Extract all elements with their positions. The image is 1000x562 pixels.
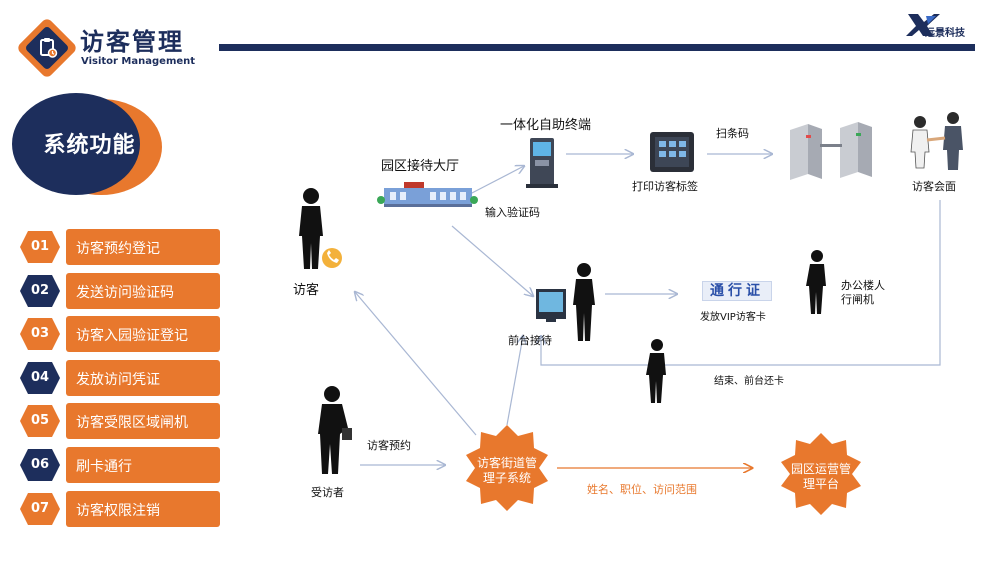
feature-item-label: 访客受限区域闸机 bbox=[76, 415, 188, 431]
arrow-return-card bbox=[541, 200, 941, 366]
feature-item-label: 访客入园验证登记 bbox=[76, 328, 188, 344]
label-reception-hall: 园区接待大厅 bbox=[381, 159, 460, 174]
feature-item-bar bbox=[66, 316, 220, 352]
host-person-icon bbox=[318, 386, 352, 474]
page-title: 访客管理 bbox=[80, 28, 184, 56]
arrow-hall-to-frontdesk bbox=[451, 225, 533, 296]
turnstile-gate-icon bbox=[790, 122, 872, 180]
feature-item: 03 访客入园验证登记 bbox=[20, 316, 220, 352]
hexagon-badge-icon bbox=[20, 275, 60, 307]
arrow-system-to-visitor bbox=[355, 292, 477, 436]
feature-item: 07 访客权限注销 bbox=[20, 491, 220, 527]
label-office-gate-2: 行闸机 bbox=[841, 293, 874, 306]
feature-item-label: 发送访问验证码 bbox=[76, 285, 174, 301]
hexagon-badge-icon bbox=[20, 449, 60, 481]
label-appointment: 访客预约 bbox=[367, 439, 411, 452]
feature-item-label: 访客预约登记 bbox=[76, 241, 160, 257]
label-platform: 园区运营管 理平台 bbox=[784, 462, 858, 492]
feature-item-bar bbox=[66, 229, 220, 265]
arrow-hall-to-kiosk bbox=[469, 166, 524, 195]
pass-card: 通行证 bbox=[702, 281, 772, 301]
front-desk-screen-icon bbox=[536, 289, 566, 322]
returning-person-icon bbox=[646, 339, 666, 403]
label-street-system: 访客街道管 理子系统 bbox=[470, 456, 544, 486]
label-front-desk: 前台接待 bbox=[508, 334, 552, 347]
receptionist-person-icon bbox=[573, 263, 595, 341]
label-office-gate-1: 办公楼人 bbox=[841, 279, 885, 292]
feature-item-bar bbox=[66, 403, 220, 439]
feature-item: 05 访客受限区域闸机 bbox=[20, 403, 220, 439]
label-issue-vip: 发放VIP访客卡 bbox=[700, 312, 766, 323]
feature-item: 06 刷卡通行 bbox=[20, 447, 220, 483]
brand-logo-icon bbox=[906, 14, 940, 36]
label-host: 受访者 bbox=[311, 486, 344, 499]
label-input-code: 输入验证码 bbox=[485, 206, 540, 219]
label-printer-icon bbox=[650, 132, 694, 172]
hexagon-badge-icon bbox=[20, 362, 60, 394]
label-return-card: 结束、前台还卡 bbox=[714, 376, 784, 387]
feature-item: 02 发送访问验证码 bbox=[20, 273, 220, 309]
label-print-label: 打印访客标签 bbox=[632, 180, 698, 193]
feature-item-label: 刷卡通行 bbox=[76, 459, 132, 475]
hexagon-badge-icon bbox=[20, 493, 60, 525]
feature-circle-navy bbox=[12, 93, 140, 195]
feature-item-number: 02 bbox=[30, 283, 50, 298]
page-subtitle: Visitor Management bbox=[81, 56, 196, 67]
feature-item-number: 01 bbox=[30, 239, 50, 254]
feature-item-number: 05 bbox=[30, 413, 50, 428]
label-kiosk: 一体化自助终端 bbox=[500, 118, 592, 133]
feature-item-number: 04 bbox=[30, 370, 50, 385]
kiosk-icon bbox=[526, 138, 558, 188]
platform-star-icon bbox=[781, 433, 861, 515]
label-street-system-1: 访客街道管 bbox=[476, 456, 537, 470]
phone-icon bbox=[322, 248, 342, 268]
label-platform-2: 理平台 bbox=[802, 477, 839, 491]
feature-item-bar bbox=[66, 491, 220, 527]
feature-item-number: 03 bbox=[30, 326, 50, 341]
feature-item-bar bbox=[66, 360, 220, 396]
feature-item-number: 06 bbox=[30, 457, 50, 472]
hexagon-badge-icon bbox=[20, 231, 60, 263]
street-system-star-icon bbox=[466, 425, 548, 511]
label-visitor-meeting: 访客会面 bbox=[912, 180, 956, 193]
label-scan-code: 扫条码 bbox=[716, 127, 749, 140]
hexagon-badge-icon bbox=[20, 405, 60, 437]
feature-item-number: 07 bbox=[30, 501, 50, 516]
feature-item-label: 发放访问凭证 bbox=[76, 372, 160, 388]
label-platform-1: 园区运营管 bbox=[790, 462, 851, 476]
feature-title: 系统功能 bbox=[43, 133, 136, 158]
feature-item-bar bbox=[66, 447, 220, 483]
label-visitor: 访客 bbox=[293, 283, 320, 298]
reception-hall-icon bbox=[377, 182, 478, 207]
office-gate-person-icon bbox=[806, 250, 826, 314]
label-street-system-2: 理子系统 bbox=[482, 471, 531, 485]
hexagon-badge-icon bbox=[20, 318, 60, 350]
visitor-person-icon bbox=[299, 188, 323, 269]
meeting-people-icon bbox=[910, 112, 963, 170]
label-info-fields: 姓名、职位、访问范围 bbox=[587, 483, 697, 496]
feature-item: 04 发放访问凭证 bbox=[20, 360, 220, 396]
feature-item-bar bbox=[66, 273, 220, 309]
feature-item: 01 访客预约登记 bbox=[20, 229, 220, 265]
feature-item-label: 访客权限注销 bbox=[76, 503, 160, 519]
arrow-system-to-frontdesk bbox=[506, 336, 523, 426]
brand-name: 远景科技 bbox=[925, 28, 965, 39]
header-divider bbox=[219, 44, 975, 51]
flow-arrows bbox=[355, 154, 941, 465]
clipboard-icon bbox=[40, 38, 58, 58]
